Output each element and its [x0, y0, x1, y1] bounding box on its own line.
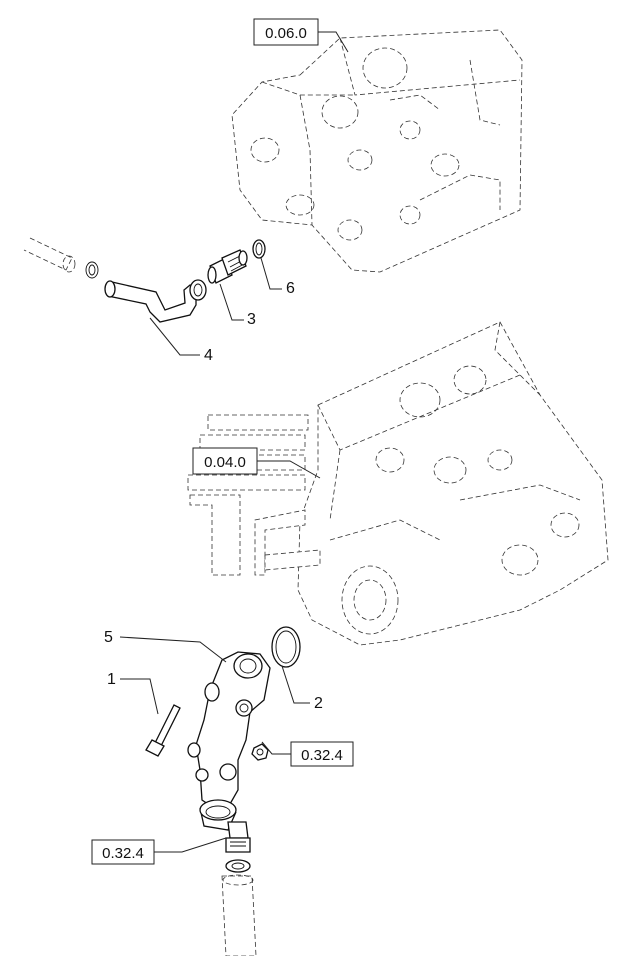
engine-block-top — [231, 29, 523, 273]
ref-label-0-32-4-right: 0.32.4 — [261, 741, 354, 767]
bottom-fitting — [225, 821, 251, 873]
front-cover-gasket — [187, 414, 321, 576]
svg-text:5: 5 — [104, 629, 113, 646]
callout-2: 2 — [281, 665, 323, 712]
pipe — [104, 279, 207, 323]
hex-nut-right — [251, 743, 269, 761]
outlet-housing — [187, 651, 271, 831]
callout-3: 3 — [219, 283, 256, 328]
callout-1: 1 — [107, 671, 159, 715]
bolt — [145, 704, 181, 757]
pipe-extension — [23, 237, 99, 279]
engine-block-middle — [297, 321, 609, 646]
ref-label-0-32-4-bottom: 0.32.4 — [91, 837, 227, 865]
svg-text:0.32.4: 0.32.4 — [301, 747, 343, 764]
svg-text:1: 1 — [107, 671, 116, 688]
ref-label-0-04-0: 0.04.0 — [192, 447, 321, 479]
bottom-hose — [221, 874, 257, 956]
callout-6: 6 — [260, 257, 295, 297]
svg-text:0.04.0: 0.04.0 — [204, 454, 246, 471]
union-fitting — [207, 249, 248, 284]
svg-text:6: 6 — [286, 280, 295, 297]
svg-text:2: 2 — [314, 695, 323, 712]
ref-label-0-06-0: 0.06.0 — [253, 18, 349, 53]
svg-text:4: 4 — [204, 347, 213, 364]
callout-5: 5 — [104, 629, 227, 663]
svg-text:3: 3 — [247, 311, 256, 328]
o-ring-large — [271, 626, 301, 668]
svg-text:0.06.0: 0.06.0 — [265, 25, 307, 42]
seal-ring-small — [252, 239, 266, 259]
svg-text:0.32.4: 0.32.4 — [102, 845, 144, 862]
callout-4: 4 — [149, 317, 213, 364]
